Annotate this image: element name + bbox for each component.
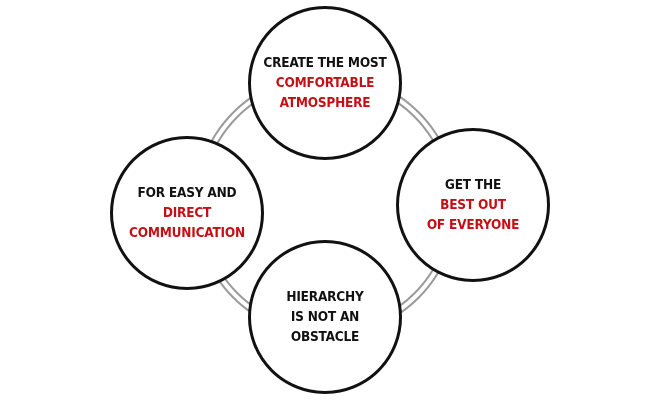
node-right-line-1: GET THE — [444, 177, 502, 193]
node-top-line-3: ATMOSPHERE — [279, 95, 371, 111]
node-create-atmosphere: CREATE THE MOST COMFORTABLE ATMOSPHERE — [248, 6, 402, 160]
node-left-line-3: COMMUNICATION — [129, 225, 245, 241]
node-best-out-of-everyone: GET THE BEST OUT OF EVERYONE — [396, 128, 550, 282]
node-left-line-2: DIRECT — [162, 205, 212, 221]
node-top-line-1: CREATE THE MOST — [263, 55, 387, 71]
node-bottom-line-2: IS NOT AN — [290, 309, 360, 325]
node-left-line-1: FOR EASY AND — [137, 185, 237, 201]
node-bottom-line-3: OBSTACLE — [290, 329, 360, 345]
node-bottom-line-1: HIERARCHY — [286, 289, 364, 305]
node-right-line-2: BEST OUT — [440, 197, 506, 213]
node-direct-communication: FOR EASY AND DIRECT COMMUNICATION — [110, 136, 264, 290]
node-right-line-3: OF EVERYONE — [426, 217, 520, 233]
node-hierarchy-not-obstacle: HIERARCHY IS NOT AN OBSTACLE — [248, 240, 402, 394]
node-top-line-2: COMFORTABLE — [275, 75, 375, 91]
